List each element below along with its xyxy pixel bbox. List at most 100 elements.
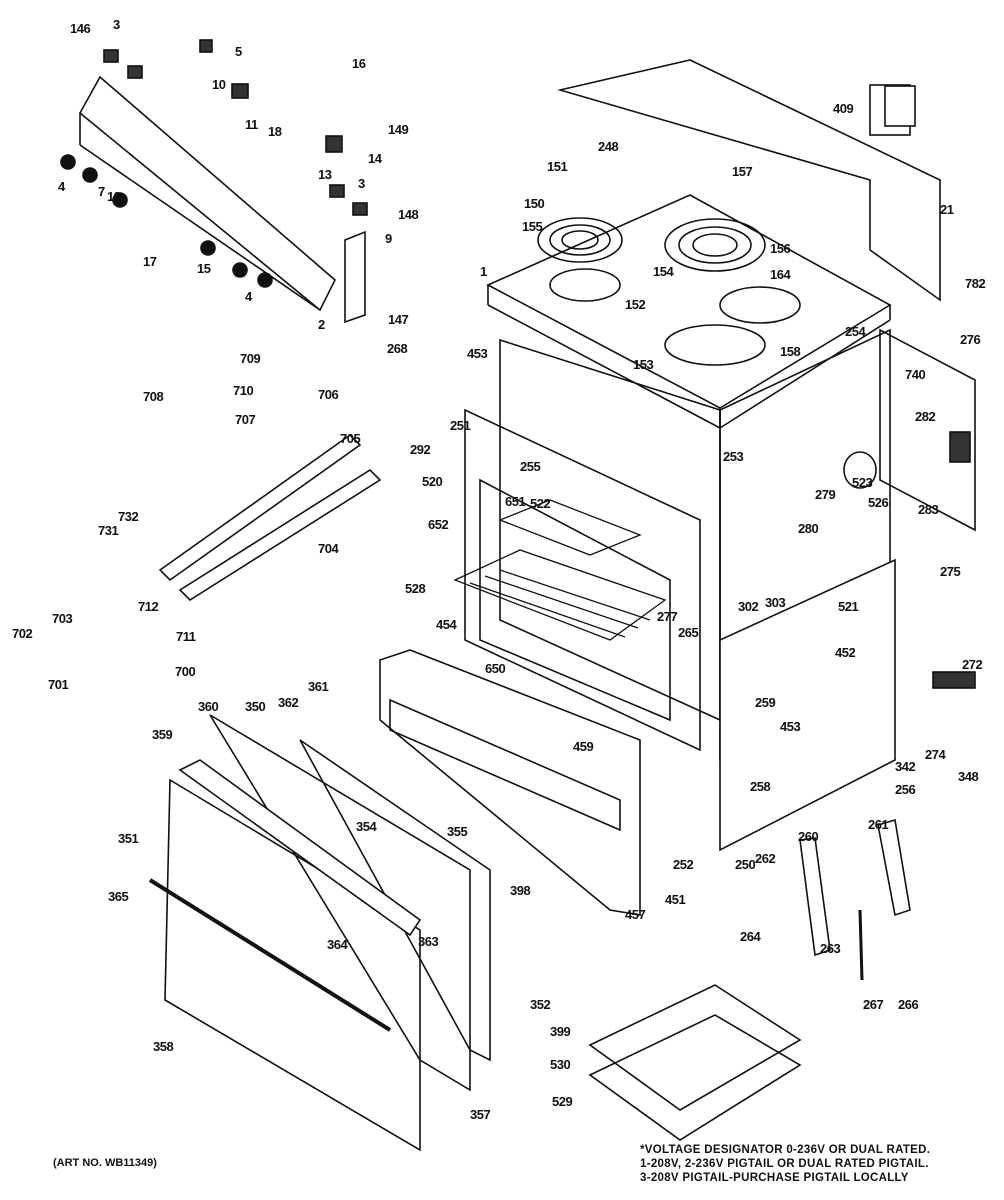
part-number-label: 268	[387, 341, 408, 356]
part-number-label: 731	[98, 523, 119, 538]
part-number-label: 4	[58, 179, 65, 194]
part-number-label: 702	[12, 626, 33, 641]
part-number-label: 280	[798, 521, 819, 536]
part-number-label: 283	[918, 502, 939, 517]
part-number-label: 272	[962, 657, 983, 672]
part-number-label: 398	[510, 883, 531, 898]
part-number-label: 712	[138, 599, 159, 614]
part-number-label: 292	[410, 442, 431, 457]
part-number-label: 700	[175, 664, 196, 679]
part-number-label: 262	[755, 851, 776, 866]
part-number-label: 454	[436, 617, 457, 632]
part-number-label: 523	[852, 475, 873, 490]
part-number-label: 351	[118, 831, 139, 846]
part-number-label: 158	[780, 344, 801, 359]
part-number-label: 452	[835, 645, 856, 660]
part-number-label: 4	[245, 289, 252, 304]
part-number-label: 2	[318, 317, 325, 332]
part-number-label: 274	[925, 747, 946, 762]
part-number-label: 264	[740, 929, 761, 944]
part-number-label: 360	[198, 699, 219, 714]
art-number: (ART NO. WB11349)	[53, 1157, 157, 1169]
part-number-label: 707	[235, 412, 256, 427]
part-number-label: 151	[547, 159, 568, 174]
part-number-label: 10	[212, 77, 226, 92]
part-number-label: 530	[550, 1057, 571, 1072]
part-number-label: 529	[552, 1094, 573, 1109]
part-number-label: 451	[665, 892, 686, 907]
part-number-label: 358	[153, 1039, 174, 1054]
part-number-label: 146	[70, 21, 91, 36]
part-number-label: 342	[895, 759, 916, 774]
part-number-label: 352	[530, 997, 551, 1012]
part-number-label: 248	[598, 139, 619, 154]
part-number-label: 147	[388, 312, 409, 327]
footnote-line: 1-208V, 2-236V PIGTAIL OR DUAL RATED PIG…	[640, 1158, 929, 1170]
part-number-label: 357	[470, 1107, 491, 1122]
part-number-label: 711	[176, 629, 196, 644]
end-cap	[344, 230, 366, 324]
part-number-label: 706	[318, 387, 339, 402]
part-number-label: 782	[965, 276, 986, 291]
part-number-label: 457	[625, 907, 646, 922]
part-number-label: 155	[522, 219, 543, 234]
part-number-label: 256	[895, 782, 916, 797]
part-number-label: 164	[770, 267, 791, 282]
part-number-label: 16	[352, 56, 366, 71]
part-number-label: 453	[780, 719, 801, 734]
cooktop	[486, 194, 892, 429]
part-number-label: 149	[388, 122, 409, 137]
part-number-label: 303	[765, 595, 786, 610]
part-number-label: 651	[505, 494, 526, 509]
part-number-label: 18	[268, 124, 282, 139]
part-number-label: 157	[732, 164, 753, 179]
part-number-label: 710	[233, 383, 254, 398]
part-number-label: 265	[678, 625, 699, 640]
part-number-label: 14	[368, 151, 382, 166]
part-number-label: 254	[845, 324, 866, 339]
wiring-block	[932, 671, 976, 689]
switches	[103, 39, 368, 216]
part-number-label: 522	[530, 496, 551, 511]
part-number-label: 708	[143, 389, 164, 404]
part-number-label: 7	[98, 184, 105, 199]
part-number-label: 267	[863, 997, 884, 1012]
part-number-label: 520	[422, 474, 443, 489]
part-number-label: 260	[798, 829, 819, 844]
part-number-label: 261	[868, 817, 889, 832]
part-number-label: 250	[735, 857, 756, 872]
part-number-label: 354	[356, 819, 377, 834]
part-number-label: 148	[398, 207, 419, 222]
part-number-label: 152	[625, 297, 646, 312]
part-number-label: 252	[673, 857, 694, 872]
part-number-label: 156	[770, 241, 791, 256]
part-number-label: 154	[653, 264, 674, 279]
part-number-label: 701	[48, 677, 69, 692]
part-number-label: 521	[838, 599, 859, 614]
element-receptacle	[884, 85, 916, 127]
part-number-label: 453	[467, 346, 488, 361]
part-number-label: 11	[245, 117, 258, 132]
oven-light-lens	[843, 451, 877, 489]
storage-drawer	[379, 649, 641, 916]
part-number-label: 251	[450, 418, 471, 433]
part-number-label: 732	[118, 509, 139, 524]
part-number-label: 5	[235, 44, 242, 59]
part-number-label: 409	[833, 101, 854, 116]
part-number-label: 3	[113, 17, 120, 32]
part-number-label: 528	[405, 581, 426, 596]
part-number-label: 263	[820, 941, 841, 956]
part-number-label: 365	[108, 889, 129, 904]
part-number-label: 3	[358, 176, 365, 191]
control-panel-backsplash	[78, 75, 336, 312]
part-number-label: 1	[480, 264, 487, 279]
part-number-label: 703	[52, 611, 73, 626]
part-number-label: 266	[898, 997, 919, 1012]
part-number-label: 348	[958, 769, 979, 784]
part-number-label: 12	[107, 189, 121, 204]
part-number-label: 253	[723, 449, 744, 464]
part-number-label: 302	[738, 599, 759, 614]
part-number-label: 363	[418, 934, 439, 949]
part-number-label: 258	[750, 779, 771, 794]
part-number-label: 15	[197, 261, 211, 276]
